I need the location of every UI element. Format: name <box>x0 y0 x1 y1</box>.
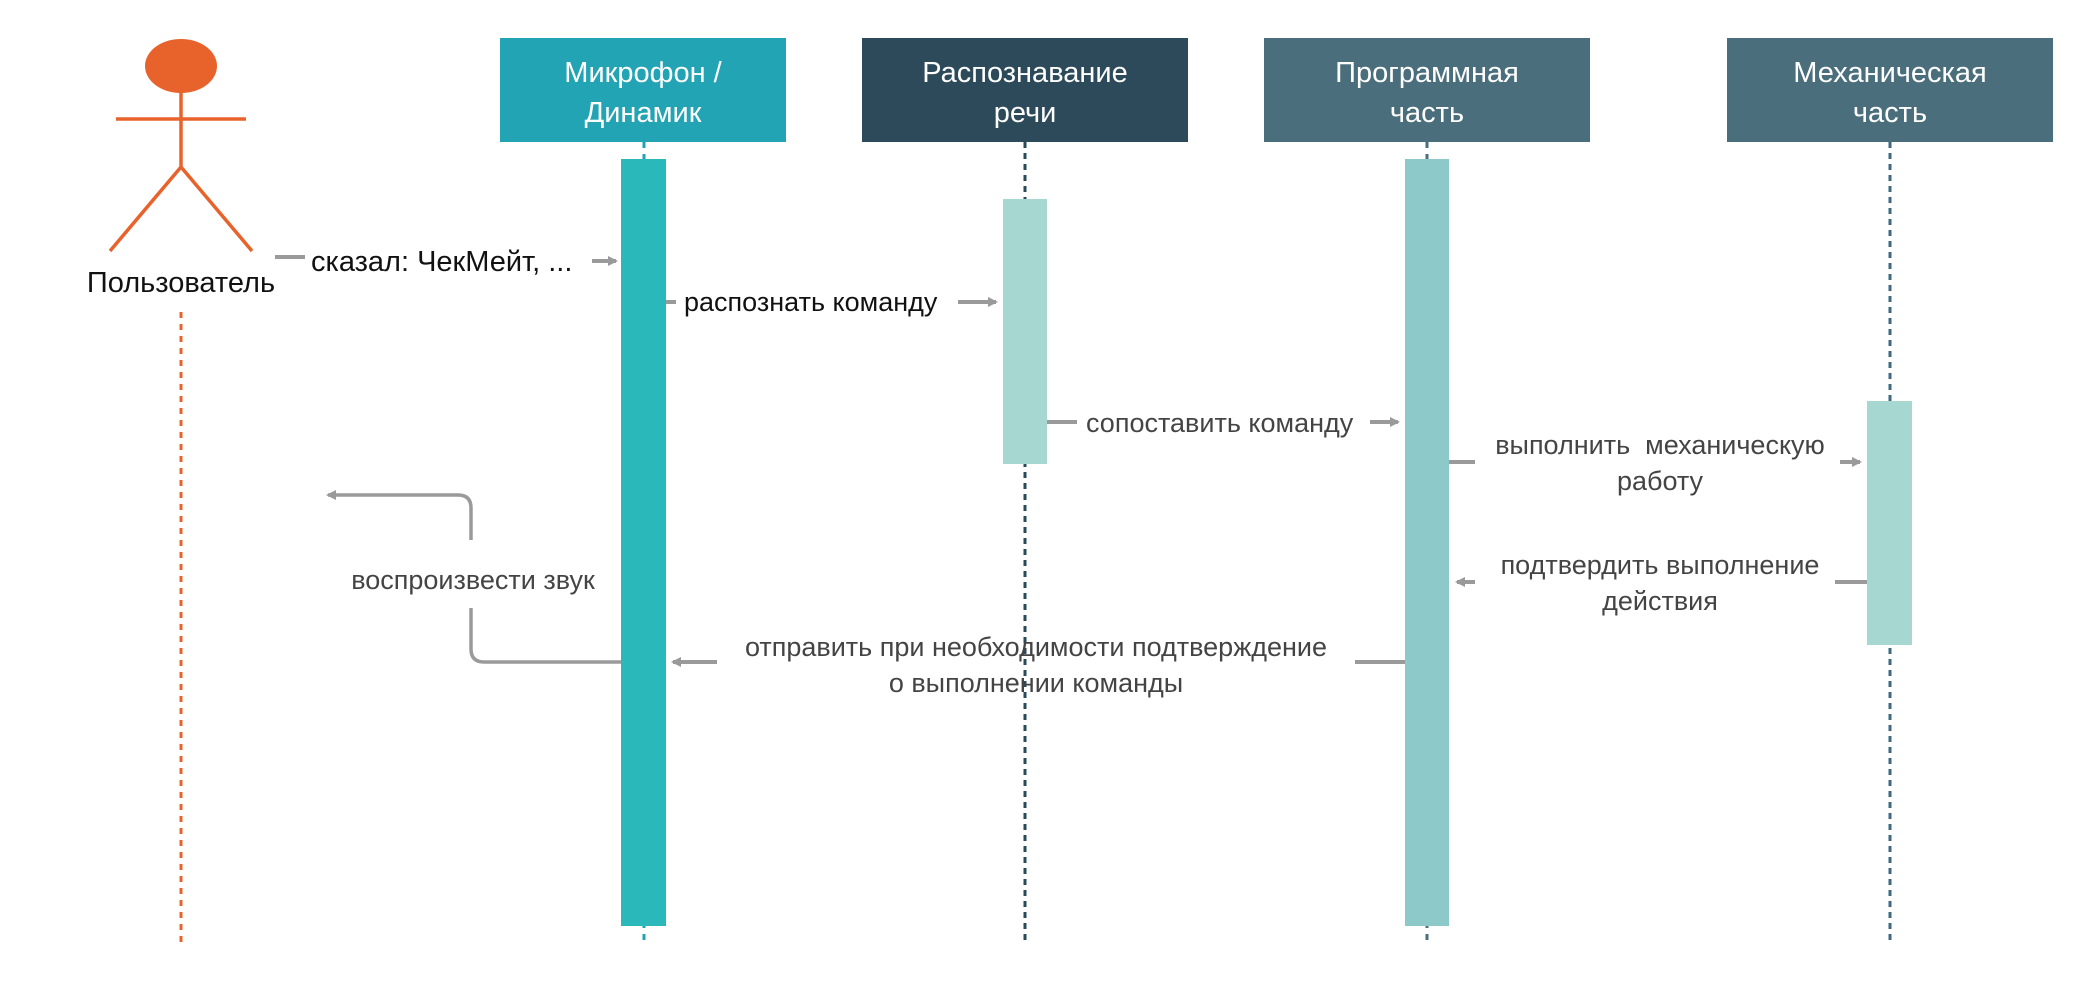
message-play-arrow <box>469 608 621 664</box>
mic-activation-bar <box>621 159 666 926</box>
participant-mic-line2: Динамик <box>585 97 702 129</box>
participant-speech-line1: Распознавание <box>922 57 1128 89</box>
message-play: воспроизвести звук <box>326 490 621 664</box>
message-send: отправить при необходимости подтверждени… <box>671 632 1405 698</box>
message-send-label-1: отправить при необходимости подтверждени… <box>745 632 1327 662</box>
message-confirm-label-1: подтвердить выполнение <box>1501 550 1820 580</box>
mech-activation-bar <box>1867 401 1912 645</box>
participant-mic: Микрофон / Динамик <box>500 38 786 142</box>
participant-speech-line2: речи <box>994 97 1057 129</box>
participant-program: Программная часть <box>1264 38 1590 142</box>
user-actor: Пользователь <box>87 39 275 945</box>
message-recognize: распознать команду <box>666 287 998 317</box>
participant-program-line1: Программная <box>1335 57 1519 89</box>
message-send-label-2: о выполнении команды <box>889 668 1183 698</box>
message-execute-label-2: работу <box>1617 466 1704 496</box>
message-play-label: воспроизвести звук <box>351 565 595 595</box>
message-play-arrow-top <box>326 490 473 540</box>
participant-speech: Распознавание речи <box>862 38 1188 142</box>
message-execute-label-1: выполнить механическую <box>1495 430 1825 460</box>
message-said: сказал: ЧекМейт, ... <box>275 246 618 278</box>
stick-figure-icon <box>108 39 254 253</box>
message-match-label: сопоставить команду <box>1086 408 1354 438</box>
actor-name: Пользователь <box>87 267 275 299</box>
participant-program-line2: часть <box>1390 97 1464 129</box>
message-match: сопоставить команду <box>1047 408 1400 438</box>
message-confirm-label-2: действия <box>1602 586 1718 616</box>
message-confirm: подтвердить выполнение действия <box>1455 550 1867 616</box>
message-recognize-label: распознать команду <box>684 287 938 317</box>
participant-mech: Механическая часть <box>1727 38 2053 142</box>
message-said-label: сказал: ЧекМейт, ... <box>311 246 572 278</box>
participant-mech-line2: часть <box>1853 97 1927 129</box>
speech-activation-bar <box>1003 199 1047 464</box>
participant-mic-line1: Микрофон / <box>564 57 722 89</box>
program-activation-bar <box>1405 159 1449 926</box>
participant-mech-line1: Механическая <box>1793 57 1986 89</box>
message-execute: выполнить механическую работу <box>1449 430 1862 496</box>
